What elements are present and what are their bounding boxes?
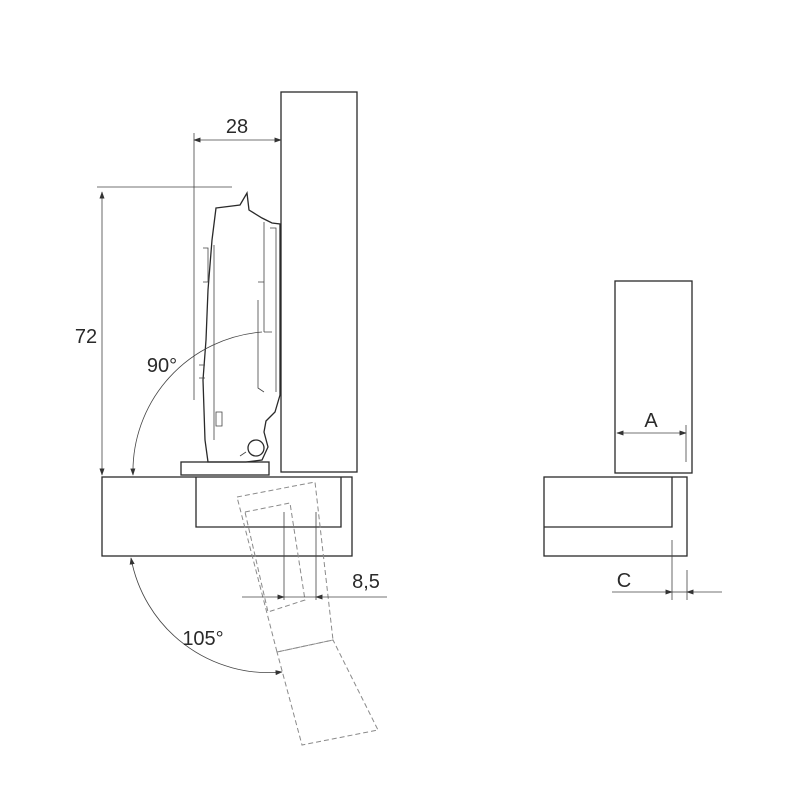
- dim-a-label: A: [644, 410, 658, 432]
- dim-c-label: C: [617, 570, 631, 592]
- hinge-body: [202, 190, 281, 463]
- dim-72-label: 72: [75, 326, 97, 348]
- angle-105-label: 105°: [182, 628, 223, 650]
- hinge-details: [199, 222, 277, 457]
- arc-90: [130, 331, 263, 476]
- dim-8-5-label: 8,5: [352, 571, 380, 593]
- door-panel-right: [614, 280, 693, 474]
- hinge-pin: [247, 439, 265, 457]
- cabinet-side-right: [543, 476, 688, 557]
- cabinet-side: [101, 476, 353, 557]
- right-view: A C: [543, 280, 722, 600]
- door-panel: [280, 91, 358, 473]
- mounting-plate: [180, 461, 270, 476]
- cabinet-recess: [195, 477, 342, 528]
- arc-105: [129, 557, 283, 676]
- angle-90-label: 90°: [147, 355, 177, 377]
- left-view: 28 72 90° 105° 8,5: [75, 91, 387, 746]
- open-door-dashed: [236, 481, 379, 746]
- dim-28-label: 28: [226, 116, 248, 138]
